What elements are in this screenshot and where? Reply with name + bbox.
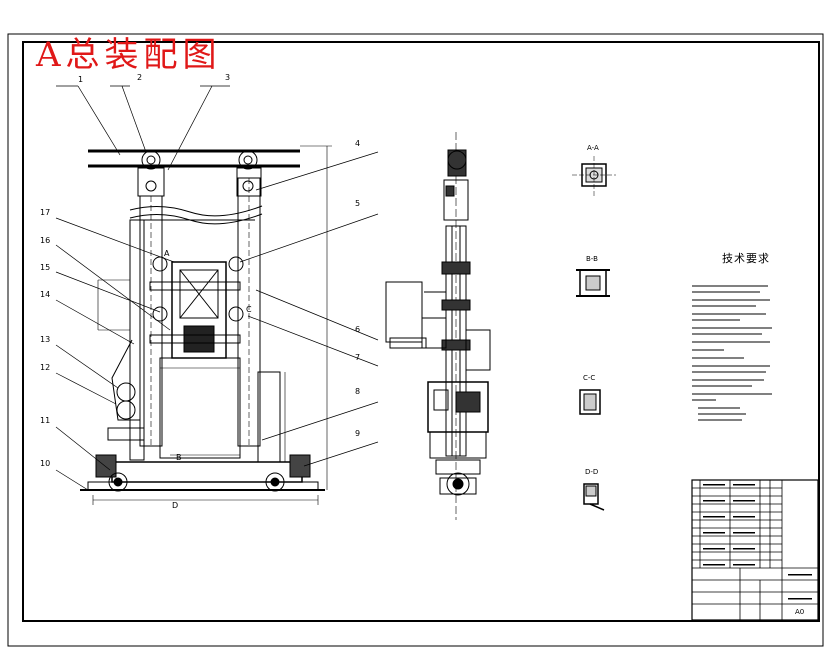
title-block	[691, 479, 819, 621]
callout-11: 11	[40, 416, 50, 425]
callout-labels: 1 2 3 4 5 6 7 8 9 10 11 12 13 14 15 16 1…	[40, 73, 360, 468]
tech-notes-lines	[692, 285, 772, 421]
section-label-aa: A-A	[587, 144, 599, 152]
section-labels: A-A B-B C-C D-D	[583, 144, 599, 476]
inner-frame	[22, 41, 820, 622]
callout-2: 2	[137, 73, 142, 82]
callout-4: 4	[355, 139, 360, 148]
section-label-dd: D-D	[585, 468, 598, 476]
callout-leaders	[55, 85, 379, 491]
view-mark-d: D	[172, 501, 178, 510]
view-mark-b: B	[176, 453, 182, 462]
drawing-title: A总装配图	[36, 35, 222, 75]
callout-15: 15	[40, 263, 50, 272]
side-view	[385, 132, 491, 520]
front-view	[80, 145, 332, 505]
section-views	[572, 156, 616, 511]
callout-10: 10	[40, 459, 50, 468]
tech-requirements-title: 技术要求	[722, 252, 770, 265]
callout-9: 9	[355, 429, 360, 438]
outer-frame	[7, 33, 824, 647]
callout-16: 16	[40, 236, 50, 245]
callout-13: 13	[40, 335, 50, 344]
callout-17: 17	[40, 208, 50, 217]
section-label-cc: C-C	[583, 374, 595, 382]
callout-8: 8	[355, 387, 360, 396]
callout-3: 3	[225, 73, 230, 82]
title-block-sheet: A0	[795, 608, 804, 616]
section-label-bb: B-B	[586, 255, 598, 263]
view-mark-a: A	[164, 249, 170, 258]
callout-1: 1	[78, 75, 83, 84]
view-marks: A B C D	[164, 249, 252, 510]
view-mark-c: C	[246, 305, 252, 314]
callout-12: 12	[40, 363, 50, 372]
callout-14: 14	[40, 290, 50, 299]
title-block-fills	[703, 484, 812, 600]
callout-5: 5	[355, 199, 360, 208]
callout-7: 7	[355, 353, 360, 362]
callout-6: 6	[355, 325, 360, 334]
